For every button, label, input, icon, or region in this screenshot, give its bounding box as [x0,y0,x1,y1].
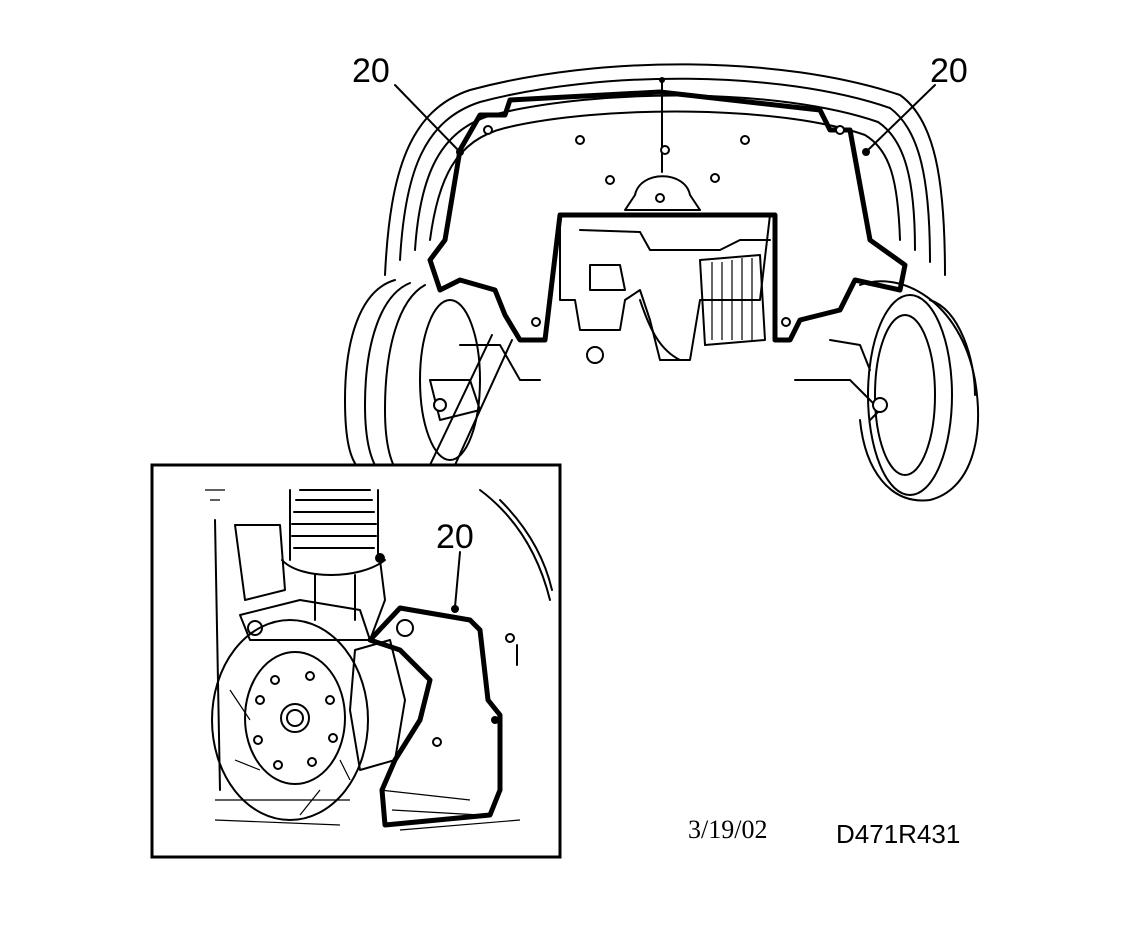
drawing-date: 3/19/02 [688,815,767,844]
callout-leader-left [394,84,459,151]
inner-splash-shield [367,605,503,828]
callout-leader-right [867,84,936,151]
callout-leader-inset [454,551,461,608]
drawing-code: D471R431 [836,819,960,849]
inset-pointer [429,334,513,466]
callout-label-top-right: 20 [930,52,968,90]
engine-bay [559,214,771,364]
brake-disc [211,619,369,821]
strut-bracket [234,524,286,601]
left-wheel [344,279,541,479]
callout-dot-inset [451,605,459,613]
callout-label-top-left: 20 [352,52,390,90]
right-wheel [794,280,979,502]
detail-inset: 20 [150,463,562,859]
underbody-splash-shield [427,77,908,343]
car-body-outline [384,63,946,276]
callout-label-inset: 20 [436,518,474,556]
coil-spring [281,489,386,621]
callout-dot-left [456,148,464,156]
callout-dot-right [862,148,870,156]
